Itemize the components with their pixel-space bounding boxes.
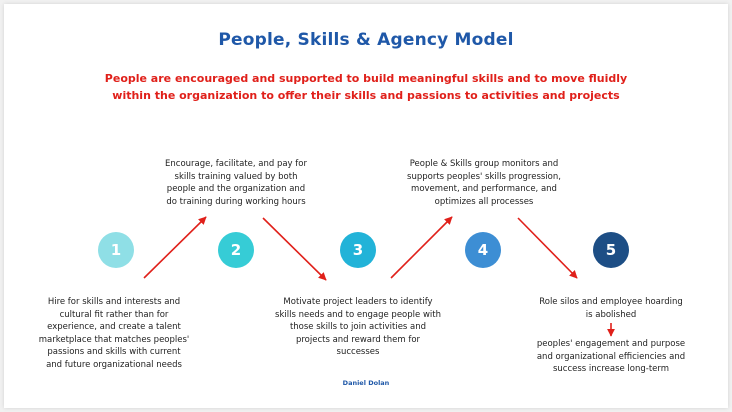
arrow-3-to-4 (390, 216, 453, 279)
step-4-text: People & Skills group monitors and suppo… (407, 159, 561, 207)
step-1-text: Hire for skills and interests and cultur… (38, 297, 190, 370)
arrow-1-to-2 (143, 216, 207, 279)
step-2-number: 2 (230, 241, 242, 259)
step-4-circle: 4 (465, 232, 501, 268)
subtitle-line-2: within the organization to offer their s… (112, 89, 620, 102)
step-1-number: 1 (110, 241, 122, 259)
arrow-2-to-3 (262, 217, 327, 281)
step-3-circle: 3 (340, 232, 376, 268)
step-5-number: 5 (605, 241, 617, 259)
step-5-text: Role silos and employee hoarding is abol… (539, 297, 683, 320)
page-title: People, Skills & Agency Model (218, 30, 514, 50)
author-credit: Daniel Dolan (342, 379, 390, 387)
step-3-number: 3 (352, 241, 364, 259)
step-4-number: 4 (477, 241, 489, 259)
step-3-text: Motivate project leaders to identify ski… (275, 297, 441, 357)
subtitle-line-1: People are encouraged and supported to b… (104, 72, 628, 85)
arrow-4-to-5 (517, 217, 578, 279)
step-5-circle: 5 (593, 232, 629, 268)
step-2-circle: 2 (218, 232, 254, 268)
step-2-text: Encourage, facilitate, and pay for skill… (165, 159, 307, 207)
flow-arrows (143, 216, 615, 337)
subtitle: People are encouraged and supported to b… (44, 70, 688, 104)
step-5-result-text: peoples' engagement and purpose and orga… (536, 339, 686, 374)
slide: People, Skills & Agency Model People are… (4, 4, 728, 408)
step-1-circle: 1 (98, 232, 134, 268)
